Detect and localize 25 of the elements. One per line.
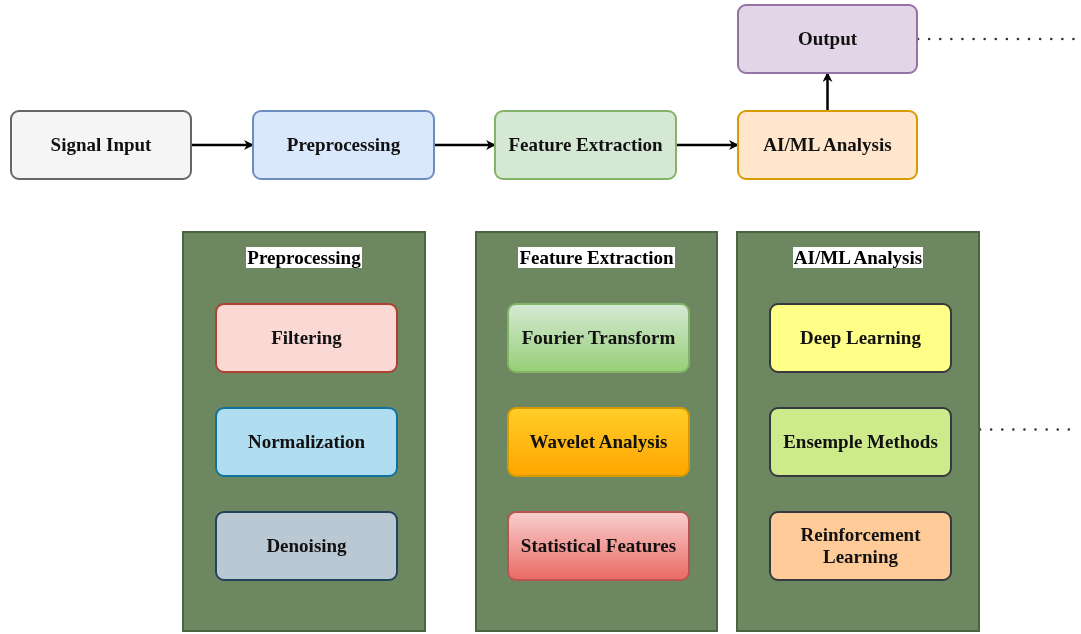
process-box: Wavelet Analysis	[507, 407, 690, 477]
panel-heading: Feature Extraction	[518, 247, 675, 268]
process-box: Output	[737, 4, 918, 74]
process-box: Signal Input	[10, 110, 192, 180]
process-box: Statistical Features	[507, 511, 690, 581]
process-box: Normalization	[215, 407, 398, 477]
arrow	[822, 72, 833, 110]
process-box: Ensemple Methods	[769, 407, 952, 477]
arrow	[192, 140, 254, 150]
dotted-line	[916, 37, 1077, 41]
arrow	[677, 140, 739, 150]
process-box: AI/ML Analysis	[737, 110, 918, 180]
arrow	[435, 140, 496, 150]
panel-heading: AI/ML Analysis	[792, 247, 924, 268]
process-box: Fourier Transform	[507, 303, 690, 373]
process-box: Deep Learning	[769, 303, 952, 373]
group-panel	[475, 231, 718, 632]
process-box: Denoising	[215, 511, 398, 581]
group-panel	[736, 231, 980, 632]
process-box: Preprocessing	[252, 110, 435, 180]
group-panel	[182, 231, 426, 632]
process-box: Filtering	[215, 303, 398, 373]
process-box: Feature Extraction	[494, 110, 677, 180]
process-box: Reinforcement Learning	[769, 511, 952, 581]
panel-heading: Preprocessing	[246, 247, 362, 268]
